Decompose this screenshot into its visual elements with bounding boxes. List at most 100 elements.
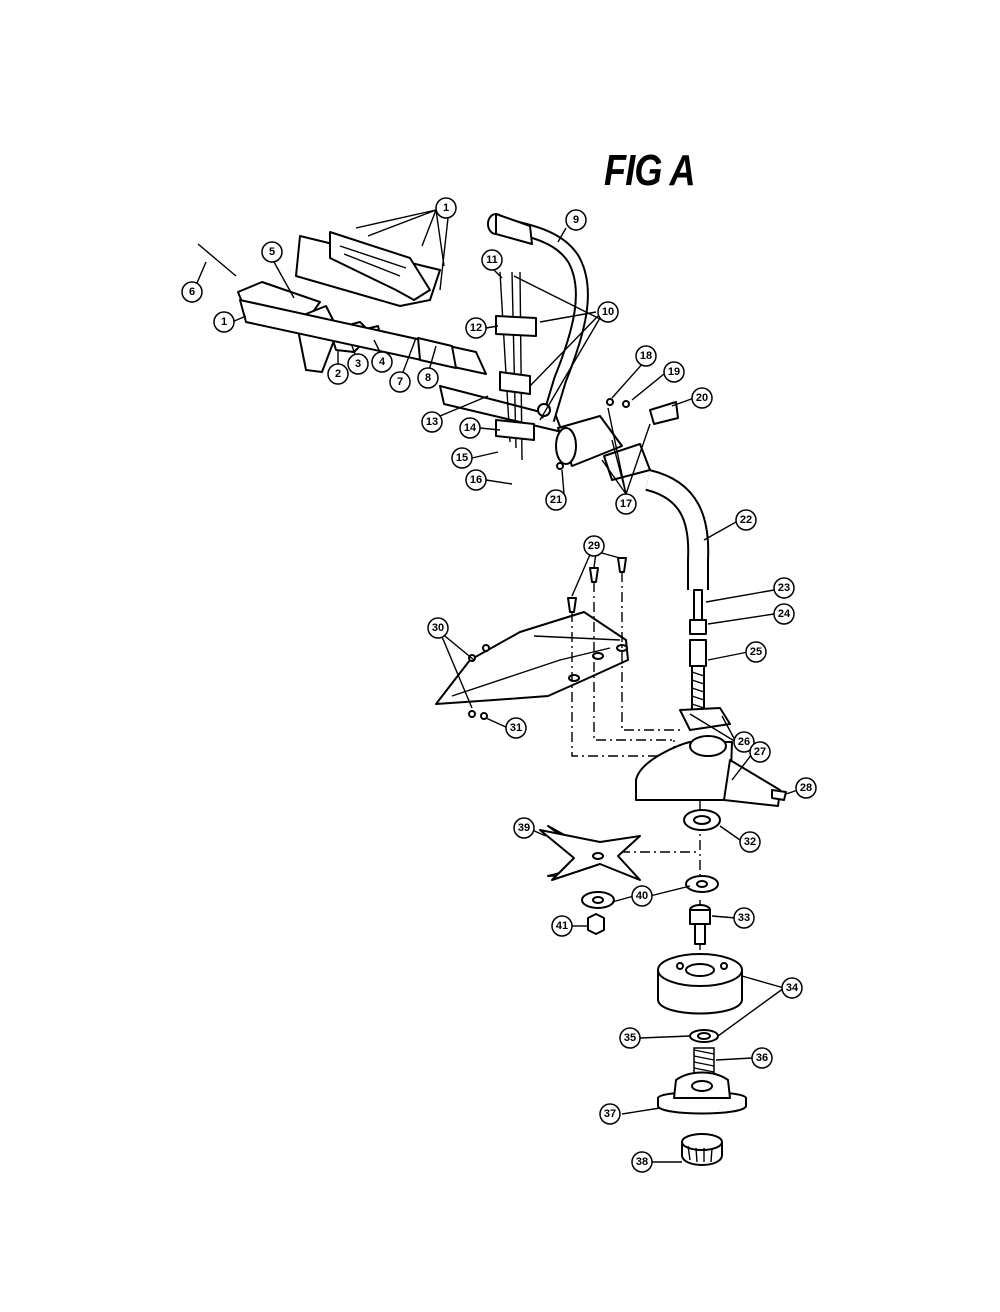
callout-40: 40 [631, 885, 653, 907]
callout-17: 17 [615, 493, 637, 515]
svg-text:12: 12 [470, 322, 482, 334]
svg-text:7: 7 [397, 376, 403, 388]
callout-4: 4 [371, 351, 393, 373]
svg-text:25: 25 [750, 646, 762, 658]
callout-8: 8 [417, 367, 439, 389]
figure-title: FIG A [604, 146, 696, 195]
callout-3: 3 [347, 353, 369, 375]
svg-text:31: 31 [510, 722, 522, 734]
callout-27: 27 [749, 741, 771, 763]
svg-text:19: 19 [668, 366, 680, 378]
svg-text:35: 35 [624, 1032, 636, 1044]
svg-text:9: 9 [573, 214, 579, 226]
arbor-bolt [689, 904, 711, 945]
callout-7: 7 [389, 371, 411, 393]
svg-text:24: 24 [778, 608, 791, 620]
lower-shaft [644, 469, 710, 715]
svg-text:28: 28 [800, 782, 812, 794]
callout-21: 21 [545, 489, 567, 511]
callout-34: 34 [781, 977, 803, 999]
callout-1: 1 [435, 197, 457, 219]
callout-15: 15 [451, 447, 473, 469]
leader-lines [193, 209, 799, 1163]
svg-text:22: 22 [740, 514, 752, 526]
handle-clamp-hardware [495, 271, 551, 461]
svg-text:2: 2 [335, 368, 341, 380]
loop-handle [487, 213, 589, 423]
svg-text:36: 36 [756, 1052, 768, 1064]
callout-19: 19 [663, 361, 685, 383]
svg-text:21: 21 [550, 494, 562, 506]
callout-33: 33 [733, 907, 755, 929]
callout-2: 2 [327, 363, 349, 385]
svg-text:1: 1 [221, 316, 227, 328]
callout-41: 41 [551, 915, 573, 937]
svg-text:5: 5 [269, 246, 275, 258]
callout-35: 35 [619, 1027, 641, 1049]
callout-32: 32 [739, 831, 761, 853]
blade-nut [587, 913, 605, 935]
svg-text:16: 16 [470, 474, 482, 486]
spring [693, 1047, 715, 1075]
gear-head [635, 707, 787, 807]
svg-text:34: 34 [786, 982, 799, 994]
svg-text:23: 23 [778, 582, 790, 594]
trimmer-head-housing [657, 953, 743, 1015]
svg-text:14: 14 [464, 422, 477, 434]
svg-text:18: 18 [640, 350, 652, 362]
spring-retainer [689, 1029, 719, 1043]
callout-38: 38 [631, 1151, 653, 1173]
svg-text:38: 38 [636, 1156, 648, 1168]
svg-text:32: 32 [744, 836, 756, 848]
svg-text:26: 26 [738, 736, 750, 748]
svg-text:3: 3 [355, 358, 361, 370]
callout-25: 25 [745, 641, 767, 663]
svg-text:1: 1 [443, 202, 449, 214]
callout-11: 11 [481, 249, 503, 271]
shaft-tube [239, 299, 563, 433]
svg-text:6: 6 [189, 286, 195, 298]
svg-text:13: 13 [426, 416, 438, 428]
callout-31: 31 [505, 717, 527, 739]
callout-37: 37 [599, 1103, 621, 1125]
callout-22: 22 [735, 509, 757, 531]
callout-20: 20 [691, 387, 713, 409]
callout-30: 30 [427, 617, 449, 639]
svg-text:29: 29 [588, 540, 600, 552]
svg-text:8: 8 [425, 372, 431, 384]
svg-text:10: 10 [602, 306, 614, 318]
blade [539, 825, 641, 881]
callout-23: 23 [773, 577, 795, 599]
svg-text:4: 4 [379, 356, 386, 368]
throttle-cable [197, 243, 237, 277]
callout-9: 9 [565, 209, 587, 231]
svg-text:11: 11 [486, 254, 498, 266]
svg-text:39: 39 [518, 822, 530, 834]
spool [657, 1071, 747, 1115]
callout-6: 6 [181, 281, 203, 303]
svg-text:17: 17 [620, 498, 632, 510]
svg-text:33: 33 [738, 912, 750, 924]
svg-text:40: 40 [636, 890, 648, 902]
callout-18: 18 [635, 345, 657, 367]
guard-screws [468, 557, 627, 720]
bump-knob [681, 1133, 723, 1166]
callout-36: 36 [751, 1047, 773, 1069]
svg-text:27: 27 [754, 746, 766, 758]
callout-16: 16 [465, 469, 487, 491]
callout-12: 12 [465, 317, 487, 339]
callout-28: 28 [795, 777, 817, 799]
flange-washers [581, 875, 719, 909]
callout-29: 29 [583, 535, 605, 557]
svg-text:30: 30 [432, 622, 444, 634]
svg-text:20: 20 [696, 392, 708, 404]
callout-24: 24 [773, 603, 795, 625]
callout-10: 10 [597, 301, 619, 323]
svg-text:41: 41 [556, 920, 568, 932]
bearing-washer [683, 809, 721, 831]
svg-text:37: 37 [604, 1108, 616, 1120]
callout-26: 26 [733, 731, 755, 753]
callout-14: 14 [459, 417, 481, 439]
callout-39: 39 [513, 817, 535, 839]
